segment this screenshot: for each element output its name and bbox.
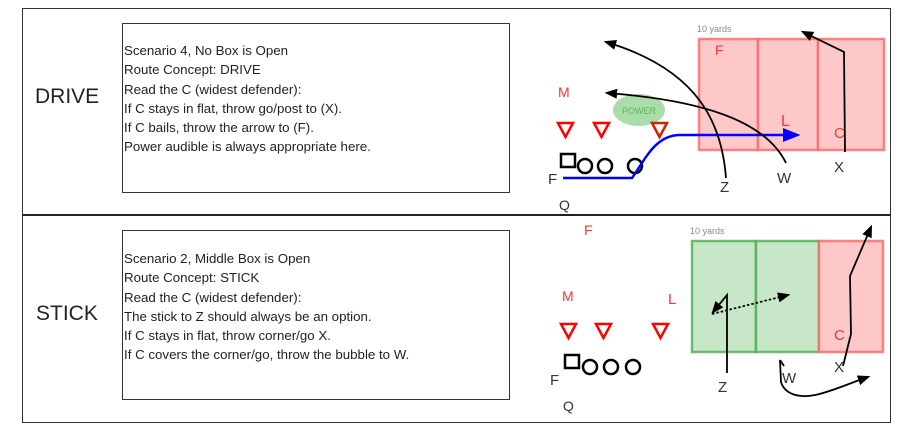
w-bubble-route: [779, 359, 871, 397]
description-line: Read the C (widest defender):: [124, 289, 302, 305]
defender-l: L: [668, 291, 676, 308]
play-label-drive: DRIVE: [35, 85, 100, 108]
stick-diagram: 10 yards F M L C F Q Z W X: [550, 222, 885, 414]
power-label: POWER: [622, 106, 657, 116]
zone-middle-box: [756, 37, 820, 152]
coverage-zones: [690, 239, 885, 354]
play-description-drive: Scenario 4, No Box is Open Route Concept…: [122, 23, 510, 193]
description-line: If C bails, throw the arrow to (F).: [124, 120, 314, 136]
offense-f: F: [550, 372, 559, 389]
offense-q: Q: [559, 197, 570, 213]
lineman-circle: [581, 358, 599, 376]
row-divider: [22, 214, 891, 216]
offense-f: F: [548, 171, 557, 188]
zone-middle-box: [754, 239, 821, 354]
defender-m: M: [558, 84, 570, 100]
power-bubble: [613, 94, 665, 126]
w-route: [604, 88, 787, 164]
description-line: Scenario 4, No Box is Open: [124, 43, 289, 58]
description-line: If C stays in flat, throw go/post to (X)…: [124, 100, 343, 116]
defender-triangle: [650, 322, 671, 341]
drive-diagram: 10 yards POWER F M L C F Q Z W X: [548, 24, 886, 213]
description-line: If C stays in flat, throw corner/go X.: [124, 328, 331, 344]
play-description-stick: Scenario 2, Middle Box is Open Route Con…: [122, 230, 510, 400]
offense-q: Q: [563, 398, 574, 414]
defender-l: L: [781, 113, 790, 130]
coverage-zones: [697, 37, 886, 152]
offense-z: Z: [720, 179, 729, 196]
defender-triangle: [649, 121, 670, 140]
z-stick-pass: [711, 292, 791, 315]
center-square: [563, 353, 581, 370]
description-line: Route Concept: DRIVE: [124, 62, 261, 78]
yards-label: 10 yards: [697, 24, 732, 34]
power-run-route: [563, 128, 801, 180]
defender-c: C: [834, 327, 845, 344]
zone-left-box: [690, 239, 758, 354]
lineman-circle: [596, 157, 614, 175]
defender-f: F: [584, 222, 593, 238]
description-line: The stick to Z should always be an optio…: [124, 308, 372, 324]
description-line: If C covers the corner/go, throw the bub…: [124, 347, 410, 363]
lineman-circle: [602, 358, 620, 376]
description-line: Scenario 2, Middle Box is Open: [124, 251, 311, 266]
zone-right-box: [816, 37, 886, 152]
lineman-circle: [624, 358, 642, 376]
defender-triangle: [591, 121, 612, 140]
yards-label: 10 yards: [690, 226, 725, 236]
zone-left-box: [697, 37, 760, 152]
defender-triangle: [558, 322, 579, 341]
offense-w: W: [777, 170, 792, 187]
x-route: [800, 30, 846, 153]
defender-m: M: [562, 288, 574, 304]
x-corner-go-route: [842, 224, 872, 367]
defender-c: C: [834, 125, 845, 142]
description-line: Route Concept: STICK: [124, 270, 260, 286]
z-stick-route: [711, 292, 728, 373]
description-line: Read the C (widest defender):: [124, 81, 302, 97]
defender-f: F: [715, 42, 724, 58]
description-line: Power audible is always appropriate here…: [124, 139, 371, 155]
defender-triangle: [555, 121, 576, 140]
z-route: [603, 40, 727, 179]
play-label-stick: STICK: [36, 302, 98, 325]
offense-z: Z: [718, 379, 727, 396]
defender-triangle: [593, 322, 614, 341]
offense-x: X: [834, 359, 844, 376]
lineman-circle: [576, 157, 594, 175]
offense-x: X: [834, 159, 844, 176]
offense-w: W: [782, 370, 797, 387]
center-square: [559, 152, 577, 169]
